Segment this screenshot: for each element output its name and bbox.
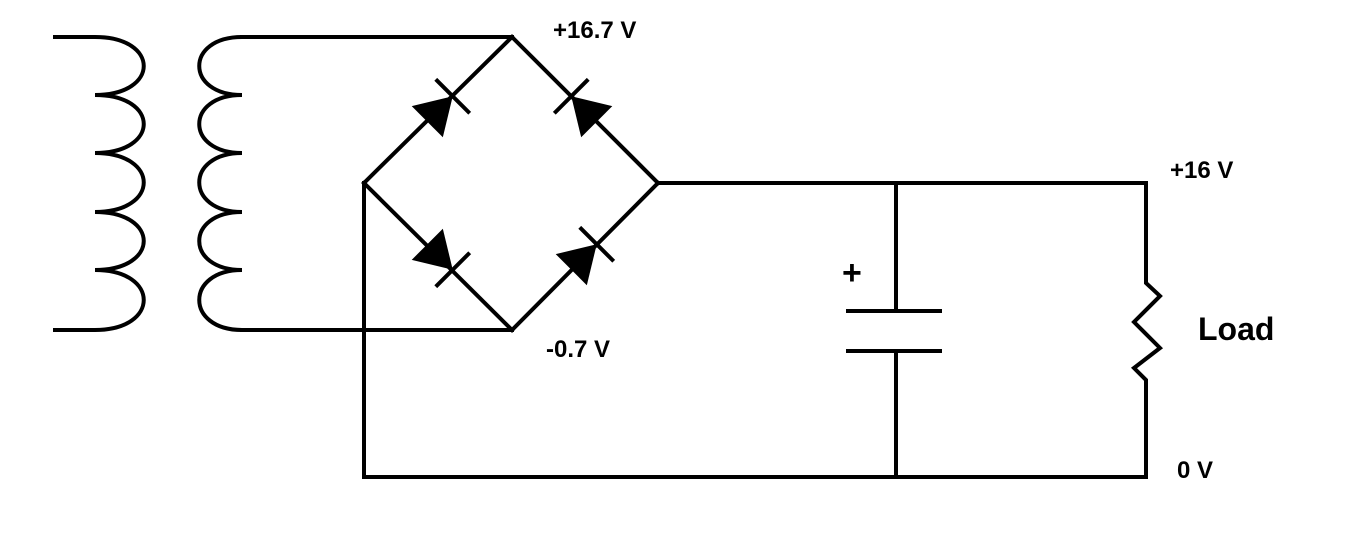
diode-bottom-left [411,228,472,289]
output-rails [362,181,1148,479]
secondary-leads [240,35,514,332]
transformer-secondary-coil [197,34,245,333]
load-resistor [1130,181,1164,479]
diode-top-left [411,77,472,138]
output-positive-voltage-label: +16 V [1170,157,1233,184]
bridge-wires [361,34,661,333]
filter-capacitor [846,181,942,479]
capacitor-polarity-mark: + [842,254,862,292]
diode-bottom-right [555,225,616,286]
bottom-node-voltage-label: -0.7 V [546,336,610,363]
load-label: Load [1198,311,1274,347]
ground-voltage-label: 0 V [1177,457,1213,484]
diode-top-right [552,77,613,138]
top-node-voltage-label: +16.7 V [553,17,636,44]
transformer-primary-coil [53,35,146,332]
